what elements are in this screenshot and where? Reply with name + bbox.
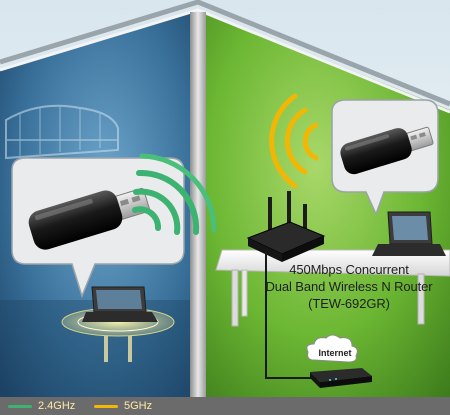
legend-swatch-5ghz (94, 404, 118, 408)
legend-swatch-24ghz (8, 404, 32, 408)
laptop-left (61, 286, 175, 362)
legend-item-24ghz: 2.4GHz (8, 400, 75, 412)
router-caption-line-3: (TEW-692GR) (308, 296, 390, 311)
roof-line (0, 0, 450, 107)
router-caption-line-2: Dual Band Wireless N Router (265, 279, 433, 294)
legend-label-24ghz: 2.4GHz (38, 400, 76, 412)
roof-inner-line (0, 8, 450, 114)
signal-24ghz-arcs (132, 153, 217, 235)
center-wall (190, 12, 206, 398)
router-caption-line-1: 450Mbps Concurrent (289, 262, 409, 277)
signal-5ghz-arcs (269, 93, 319, 189)
ethernet-cable (265, 252, 318, 379)
laptop-right (372, 211, 446, 256)
router-tew-692gr (246, 191, 326, 262)
modem (310, 368, 372, 388)
sofa (5, 104, 119, 160)
internet-label: Internet (318, 348, 352, 358)
internet-cloud (306, 334, 358, 363)
frequency-legend: 2.4GHz 5GHz (0, 397, 450, 415)
legend-label-5ghz: 5GHz (124, 400, 153, 412)
usb-adapter-right (340, 126, 434, 175)
legend-item-5ghz: 5GHz (94, 400, 152, 412)
usb-adapter-left (28, 187, 151, 250)
